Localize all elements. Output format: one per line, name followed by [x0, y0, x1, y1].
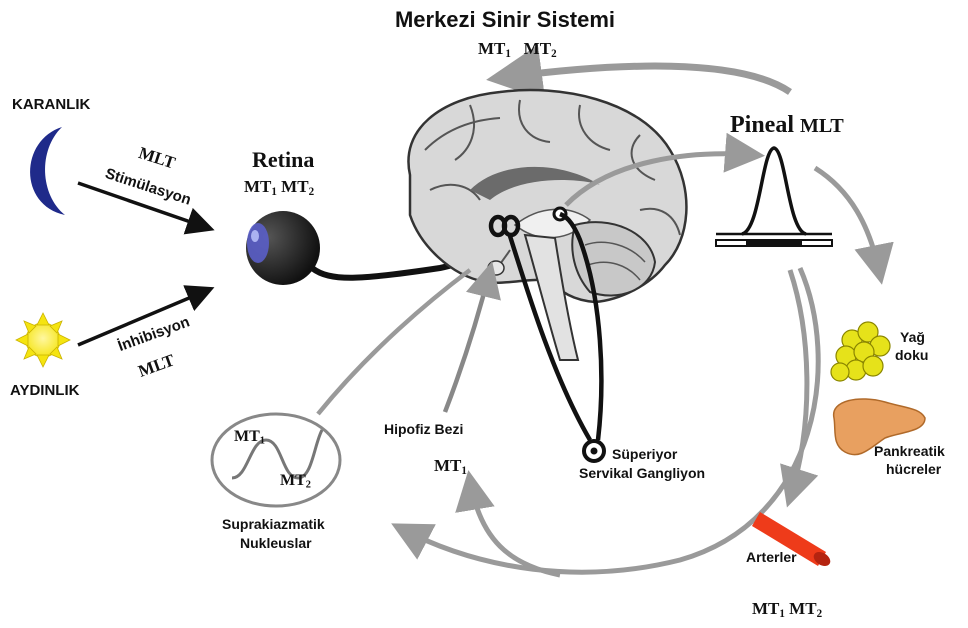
retina-label: Retina [252, 148, 314, 172]
loop-receptor-mt1: MT1 [434, 457, 467, 477]
pituitary-label: Hipofiz Bezi [384, 422, 463, 437]
arrow-scn-to-brain [318, 270, 470, 414]
brain-illustration [408, 90, 686, 360]
dark-label: KARANLIK [12, 97, 90, 114]
fat-tissue-icon [831, 322, 890, 381]
cns-receptors: MT1 MT2 [478, 40, 557, 60]
arteries-label: Arterler [746, 550, 797, 565]
pancreatic-cells-label: Pankreatik [874, 444, 945, 459]
pancreatic-cells-label-2: hücreler [886, 462, 941, 477]
arrow-pineal-to-arteries [790, 270, 807, 498]
arrow-to-pituitary [445, 270, 490, 412]
fat-tissue-label-2: doku [895, 348, 928, 363]
superior-cervical-ganglion-icon [584, 441, 604, 461]
sun-icon [16, 313, 70, 367]
pineal-label: Pineal MLT [730, 112, 844, 138]
retina-receptors: MT1 MT2 [244, 178, 314, 198]
diagram-title: Merkezi Sinir Sistemi [372, 8, 638, 32]
scn-label: Suprakiazmatik [222, 517, 325, 532]
scn-label-2: Nukleuslar [240, 536, 312, 551]
scn-mt2-label: MT2 [280, 472, 311, 491]
eye-icon [246, 211, 320, 285]
scn-rhythm-oval [212, 414, 340, 506]
fat-tissue-label: Yağ [900, 330, 925, 345]
arteries-receptors: MT1 MT2 [752, 600, 822, 620]
moon-icon [30, 127, 65, 215]
melatonin-secretion-curve [716, 148, 832, 246]
scg-label-2: Servikal Gangliyon [579, 466, 705, 481]
arrow-pineal-to-cns [500, 66, 790, 92]
scg-label: Süperiyor [612, 447, 677, 462]
light-label: AYDINLIK [10, 383, 79, 400]
scn-mt1-label: MT1 [234, 428, 265, 447]
arrow-pineal-to-fat [815, 168, 880, 275]
